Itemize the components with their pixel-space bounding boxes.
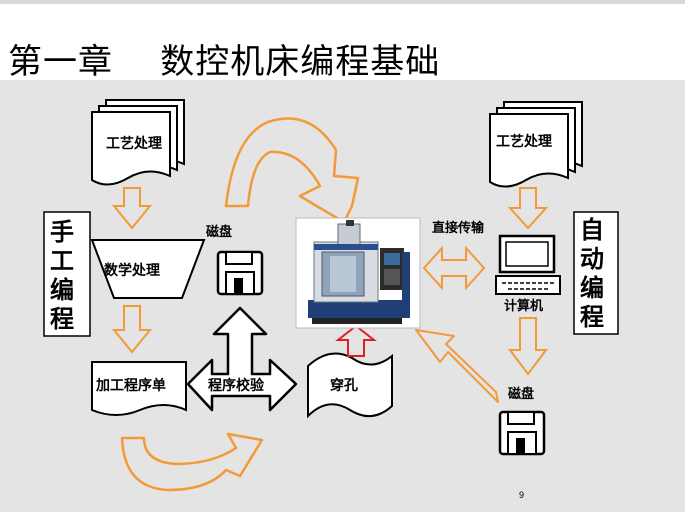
double-arrow	[422, 245, 486, 291]
page-number: 9	[519, 490, 524, 500]
auto-char-4: 程	[580, 302, 604, 331]
punch-tape-shape	[307, 352, 393, 419]
red-up-arrow	[335, 324, 377, 357]
process-label-right: 工艺处理	[496, 133, 552, 150]
auto-char-3: 编	[580, 273, 604, 302]
direct-transfer-label: 直接传输	[432, 220, 485, 236]
down-arrow-1	[111, 187, 153, 230]
verify-cross-arrow	[186, 306, 298, 412]
manual-char-3: 编	[50, 275, 74, 304]
floppy-disk-icon-left	[216, 250, 264, 296]
down-arrow-right-2	[508, 317, 548, 376]
auto-programming-box	[573, 211, 619, 335]
math-process-shape	[90, 239, 206, 299]
diagonal-arrow	[415, 329, 499, 403]
manual-char-2: 工	[50, 246, 74, 275]
floppy-disk-icon-right	[498, 410, 546, 456]
manual-char-4: 程	[50, 304, 74, 333]
header: 第一章 数控机床编程基础	[0, 4, 685, 82]
computer-icon	[495, 234, 561, 295]
cnc-machine-image	[295, 217, 421, 329]
disk-label-right: 磁盘	[508, 386, 534, 402]
page-title: 第一章 数控机床编程基础	[8, 42, 441, 82]
orange-curved-arrow-top	[224, 117, 360, 224]
program-sheet-label: 加工程序单	[95, 377, 166, 394]
down-arrow-2	[111, 305, 153, 354]
computer-label: 计算机	[504, 298, 543, 314]
manual-programming-box	[43, 211, 91, 337]
manual-char-1: 手	[50, 217, 74, 246]
math-label: 数学处理	[104, 262, 160, 279]
auto-char-2: 动	[580, 244, 604, 273]
process-label-left: 工艺处理	[106, 135, 162, 152]
top-bar	[0, 0, 685, 4]
orange-curved-arrow-bottom	[120, 432, 264, 492]
down-arrow-right-1	[507, 187, 549, 230]
verify-label: 程序校验	[208, 377, 265, 394]
disk-label-left: 磁盘	[206, 224, 232, 240]
auto-char-1: 自	[580, 215, 604, 244]
punch-label: 穿孔	[330, 377, 358, 394]
program-sheet-shape	[91, 361, 187, 416]
